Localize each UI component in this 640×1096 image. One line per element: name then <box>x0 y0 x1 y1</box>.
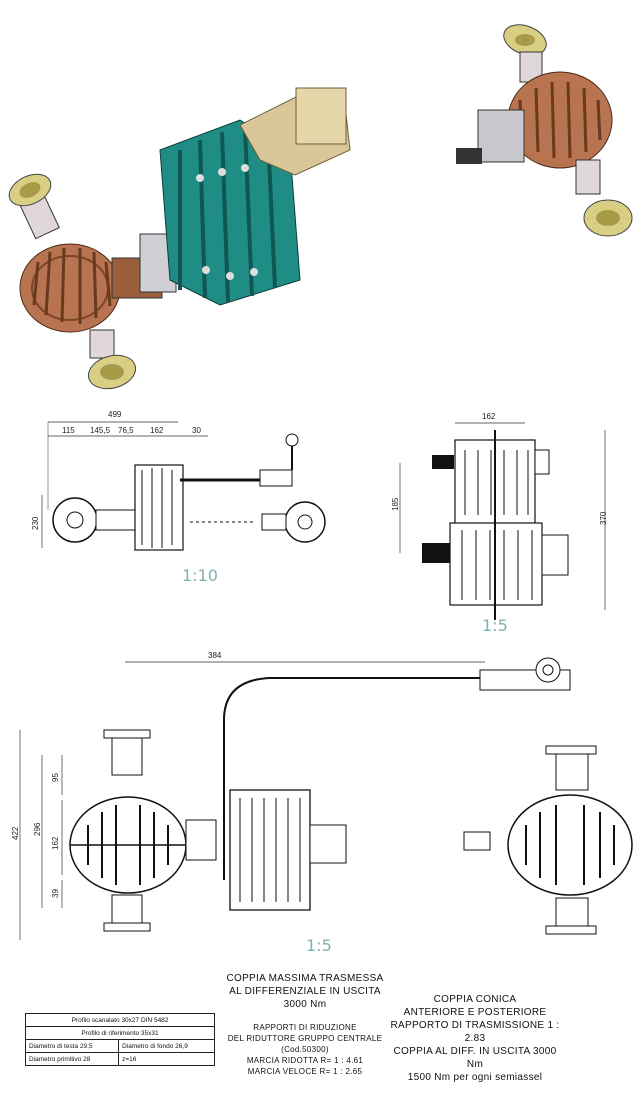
reduction-ratio-note: RAPPORTI DI RIDUZIONE DEL RIDUTTORE GRUP… <box>227 1023 383 1076</box>
spec-pitch-diameter: Diametro primitivo 28 <box>24 1052 120 1066</box>
dim-30: 30 <box>192 426 201 435</box>
dim-185: 185 <box>391 497 400 511</box>
scale-label-front-view: 1:5 <box>482 616 508 635</box>
dim-230: 230 <box>31 516 40 530</box>
spec-row-reference: Profilo di riferimento 35x31 <box>25 1026 215 1040</box>
spec-tip-diameter: Diametro di testa 29,5 <box>24 1039 120 1053</box>
scale-label-side-view: 1:10 <box>182 566 218 585</box>
spec-root-diameter: Diametro di fondo 26,9 <box>118 1039 215 1053</box>
isometric-render-assembly <box>8 24 633 390</box>
dim-370: 370 <box>599 511 608 525</box>
differential-right-render <box>456 24 633 237</box>
bevel-gear-note: COPPIA CONICA ANTERIORE E POSTERIORE RAP… <box>390 994 560 1083</box>
dim-95: 95 <box>51 773 60 782</box>
dim-76-5: 76,5 <box>118 426 134 435</box>
dim-422: 422 <box>11 826 20 840</box>
dim-384: 384 <box>208 651 222 660</box>
plan-view-drawing: 384 422 296 95 162 39 <box>11 651 633 940</box>
axle-flange-left-bottom <box>87 329 137 390</box>
front-view-drawing: 162 185 370 <box>391 412 608 620</box>
dim-162-front: 162 <box>482 412 496 421</box>
dim-39: 39 <box>51 889 60 898</box>
motor-block <box>239 87 351 176</box>
scale-label-plan-view: 1:5 <box>306 936 332 955</box>
dim-499: 499 <box>108 410 122 419</box>
spline-spec-table: Profilo scanalato 30x27 DIN 5482 Profilo… <box>24 1013 215 1066</box>
dim-162-plan: 162 <box>51 836 60 850</box>
central-gearbox-housing <box>159 119 301 306</box>
torque-note: COPPIA MASSIMA TRASMESSA AL DIFFERENZIAL… <box>226 973 384 1010</box>
dim-145-5: 145,5 <box>90 426 111 435</box>
axle-flange-left-top <box>8 173 60 240</box>
dim-115: 115 <box>62 426 75 435</box>
spec-teeth: z=16 <box>118 1052 215 1066</box>
spec-row-profile: Profilo scanalato 30x27 DIN 5482 <box>25 1013 215 1027</box>
side-view-drawing: 499 115 145,5 76,5 162 30 230 <box>31 410 326 551</box>
differential-left <box>19 233 177 333</box>
dim-296: 296 <box>33 822 42 836</box>
dim-162: 162 <box>150 426 164 435</box>
